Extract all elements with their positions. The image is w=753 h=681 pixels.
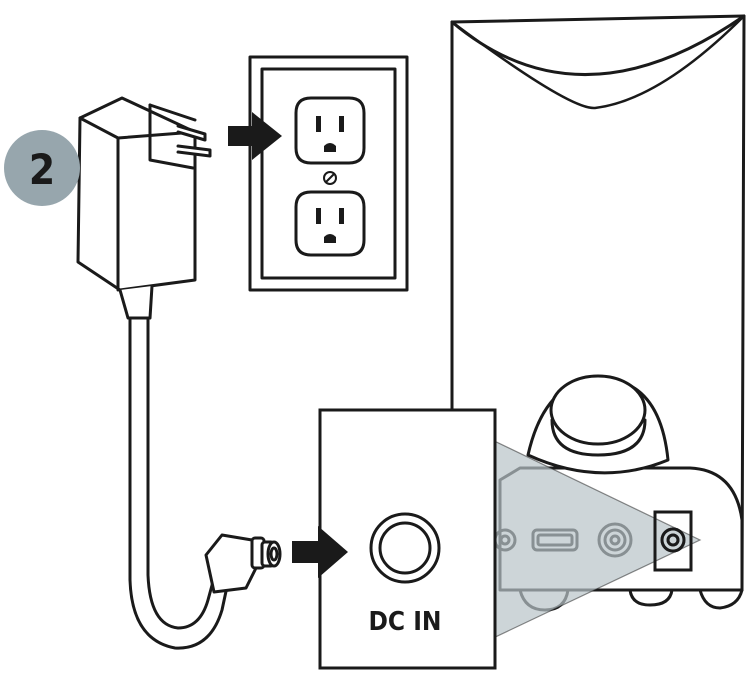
step-badge: 2 <box>4 130 80 206</box>
dc-plug-icon <box>204 533 282 594</box>
zoom-highlight <box>430 410 700 668</box>
dc-in-label: DC IN <box>369 607 442 637</box>
ac-adapter-icon <box>76 96 230 650</box>
dc-in-jack-icon <box>369 512 441 584</box>
step-number: 2 <box>29 145 55 194</box>
dc-in-callout: DC IN <box>318 408 497 670</box>
arrow-right-icon <box>228 112 282 160</box>
wall-outlet-icon <box>248 55 409 292</box>
arrow-right-icon <box>292 526 348 578</box>
